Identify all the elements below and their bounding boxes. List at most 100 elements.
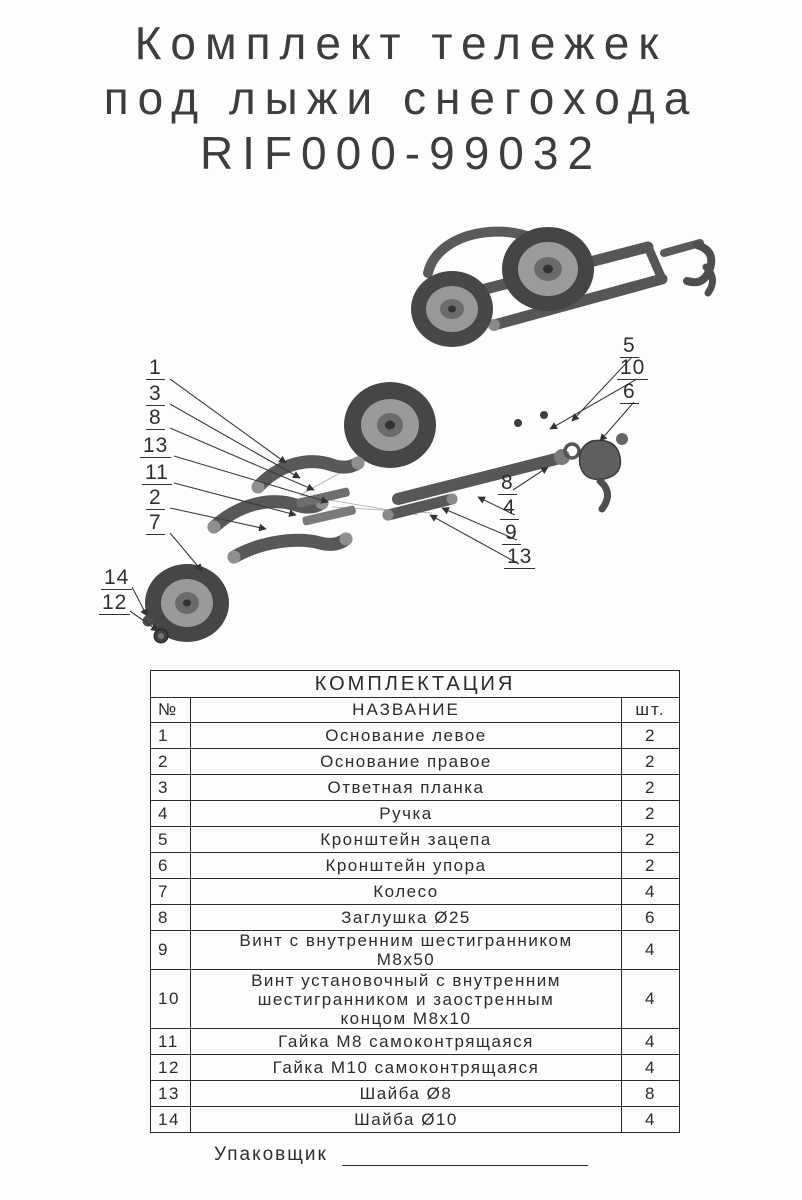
handle-tube-short	[382, 493, 458, 521]
mating-plate	[302, 505, 356, 526]
leader-lines	[129, 356, 638, 632]
table-row: 4 Ручка 2	[150, 800, 681, 827]
callout-part-13-left: 13	[140, 435, 172, 458]
packer-signature-block: Упаковщик	[214, 1144, 588, 1166]
part-name-cell: Шайба Ø8	[190, 1080, 622, 1107]
wheel	[502, 227, 594, 311]
hook-bracket	[578, 439, 622, 481]
part-qty-cell: 2	[620, 826, 681, 853]
assembly-illustration	[129, 226, 716, 644]
part-name-cell: Заглушка Ø25	[190, 904, 622, 931]
callout-part-8-right: 8	[498, 472, 517, 495]
parts-table: КОМПЛЕКТАЦИЯ № НАЗВАНИЕ шт. 1 Основание …	[149, 670, 681, 1133]
part-qty-cell: 2	[620, 748, 681, 775]
trolley-exploded-view	[142, 382, 628, 644]
header-quantity: шт.	[620, 697, 681, 723]
table-row: 13 Шайба Ø8 8	[150, 1080, 681, 1107]
part-name-cell: Ответная планка	[190, 774, 622, 801]
wheel	[411, 271, 493, 347]
part-number-cell: 11	[150, 1028, 191, 1055]
part-number-cell: 9	[150, 930, 191, 970]
callout-part-1: 1	[146, 357, 165, 380]
part-qty-cell: 6	[620, 904, 681, 931]
table-row: 6 Кронштейн упора 2	[150, 852, 681, 879]
callout-part-10: 10	[617, 357, 649, 380]
table-row: 5 Кронштейн зацепа 2	[150, 826, 681, 853]
part-number-cell: 6	[150, 852, 191, 879]
wheel	[145, 564, 229, 642]
callout-part-11: 11	[142, 462, 172, 485]
table-row: 12 Гайка М10 самоконтрящаяся 4	[150, 1054, 681, 1081]
header-name: НАЗВАНИЕ	[190, 697, 622, 723]
packer-label: Упаковщик	[214, 1144, 328, 1165]
base-tube-right	[207, 495, 329, 534]
callout-part-6: 6	[620, 381, 639, 404]
part-qty-cell: 2	[620, 800, 681, 827]
header-number: №	[150, 697, 191, 723]
table-row: 7 Колесо 4	[150, 878, 681, 905]
part-number-cell: 14	[150, 1106, 191, 1133]
document-title: Комплект тележек под лыжи снегохода RIF0…	[0, 16, 802, 181]
part-number-cell: 8	[150, 904, 191, 931]
callout-part-12: 12	[99, 592, 131, 615]
part-number-cell: 7	[150, 878, 191, 905]
table-row: 1 Основание левое 2	[150, 722, 681, 749]
document-title-line-2: под лыжи снегохода	[103, 72, 699, 124]
base-tube-left	[251, 455, 365, 494]
callout-part-3: 3	[146, 383, 165, 406]
callout-part-13-right: 13	[504, 546, 536, 569]
part-number-cell: 12	[150, 1054, 191, 1081]
document-title-line-3: RIF000-99032	[199, 127, 603, 179]
part-name-cell: Кронштейн зацепа	[190, 826, 622, 853]
part-qty-cell: 2	[620, 852, 681, 879]
callout-part-5: 5	[620, 335, 639, 358]
part-number-cell: 3	[150, 774, 191, 801]
callout-part-4: 4	[500, 497, 519, 520]
part-qty-cell: 4	[620, 1028, 681, 1055]
wheel	[344, 382, 436, 468]
callout-part-8-left: 8	[146, 407, 165, 430]
table-row: 8 Заглушка Ø25 6	[150, 904, 681, 931]
part-number-cell: 13	[150, 1080, 191, 1107]
callout-part-14: 14	[101, 567, 133, 590]
part-qty-cell: 2	[620, 722, 681, 749]
washer	[563, 442, 581, 460]
document-title-line-1: Комплект тележек	[134, 17, 668, 69]
table-row: 3 Ответная планка 2	[150, 774, 681, 801]
table-row: 10 Винт установочный с внутренним шестиг…	[150, 969, 681, 1029]
part-number-cell: 4	[150, 800, 191, 827]
part-name-cell: Ручка	[190, 800, 622, 827]
part-name-cell: Основание левое	[190, 722, 622, 749]
part-number-cell: 1	[150, 722, 191, 749]
callout-part-7: 7	[146, 512, 165, 535]
part-qty-cell: 2	[620, 774, 681, 801]
part-name-cell: Колесо	[190, 878, 622, 905]
part-number-cell: 5	[150, 826, 191, 853]
parts-table-title: КОМПЛЕКТАЦИЯ	[149, 670, 681, 698]
exploded-view-diagram: 1 3 8 13 11 2 7 14 12 5 10 6 8 4 9 13	[0, 195, 802, 665]
handle-tube	[392, 453, 562, 505]
part-number-cell: 2	[150, 748, 191, 775]
set-screw	[540, 411, 548, 419]
table-row: 9 Винт с внутренним шестигранником М8х50…	[150, 930, 681, 970]
part-name-cell: Кронштейн упора	[190, 852, 622, 879]
part-name-cell: Шайба Ø10	[190, 1106, 622, 1133]
callout-part-9: 9	[502, 522, 521, 545]
callout-part-2: 2	[146, 487, 165, 510]
set-screw	[514, 419, 522, 427]
part-qty-cell: 4	[620, 1054, 681, 1081]
part-name-cell: Винт с внутренним шестигранником М8х50	[190, 930, 622, 970]
part-name-cell: Гайка М8 самоконтрящаяся	[190, 1028, 622, 1055]
signature-line	[341, 1145, 588, 1166]
trolley-assembled-view	[411, 226, 716, 347]
bracket-boss	[616, 433, 628, 445]
part-name-cell: Винт установочный с внутренним шестигран…	[190, 969, 622, 1029]
table-row: 14 Шайба Ø10 4	[150, 1106, 681, 1133]
stop-bracket	[596, 477, 611, 513]
part-name-cell: Основание правое	[190, 748, 622, 775]
part-qty-cell: 8	[620, 1080, 681, 1107]
part-number-cell: 10	[150, 969, 191, 1029]
part-qty-cell: 4	[620, 1106, 681, 1133]
table-row: 2 Основание правое 2	[150, 748, 681, 775]
